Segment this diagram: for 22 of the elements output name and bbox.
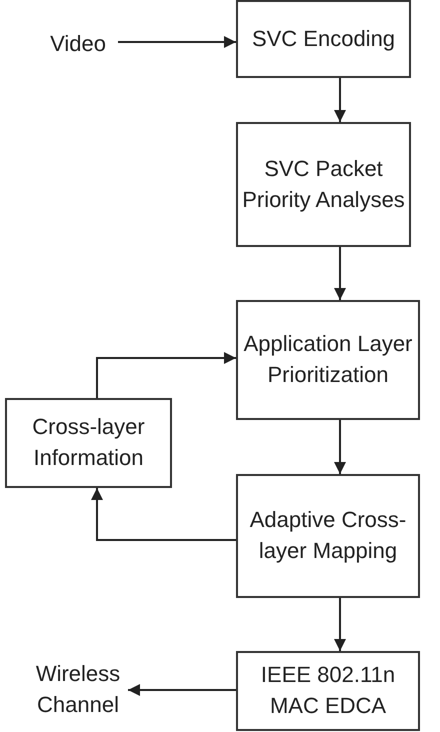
arrow	[334, 420, 346, 474]
arrow	[96, 352, 236, 398]
process-box	[236, 651, 420, 731]
box-label: IEEE 802.11n MAC EDCA	[260, 661, 396, 720]
process-box	[236, 0, 411, 78]
process-box	[236, 300, 420, 420]
arrow	[334, 598, 346, 651]
input-label: Wireless Channel	[34, 660, 122, 719]
process-box	[236, 122, 411, 247]
process-box	[236, 474, 420, 598]
box-label: SVC Packet Priority Analyses	[241, 154, 406, 214]
arrow	[91, 488, 236, 541]
box-label: SVC Encoding	[252, 24, 396, 53]
box-label: Adaptive Cross-layer Mapping	[248, 506, 408, 565]
arrow	[334, 78, 346, 122]
arrow	[334, 247, 346, 300]
input-label: Video	[50, 30, 106, 58]
arrow	[128, 684, 236, 696]
process-box	[5, 398, 172, 488]
box-label: Cross-layer Information	[31, 413, 146, 472]
box-label: Application Layer Prioritization	[242, 330, 414, 389]
arrow	[118, 36, 236, 48]
